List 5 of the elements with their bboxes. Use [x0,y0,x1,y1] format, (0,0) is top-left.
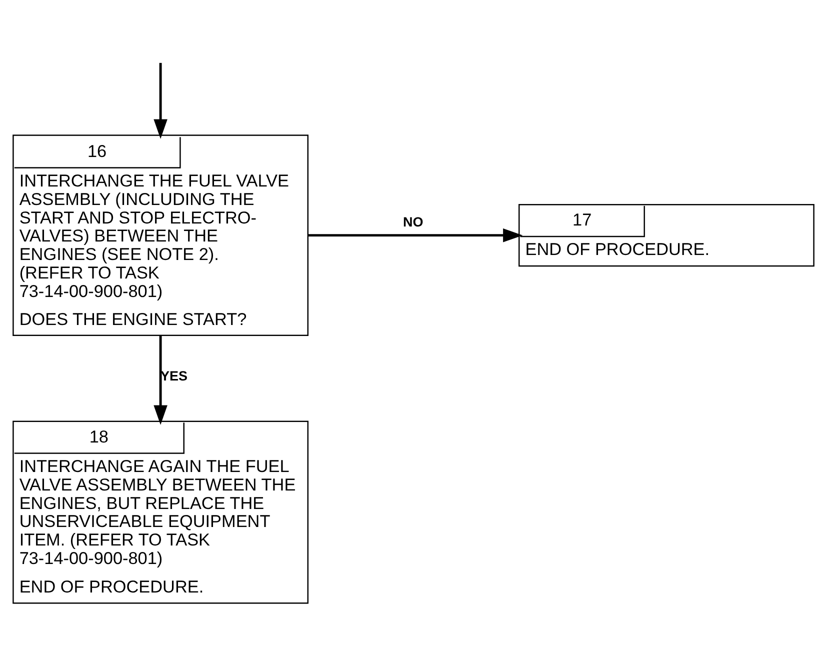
arrow [154,335,168,424]
arrow [154,62,168,138]
edge-label: NO [403,214,424,229]
arrow [308,228,523,242]
edge-label: YES [160,368,188,384]
